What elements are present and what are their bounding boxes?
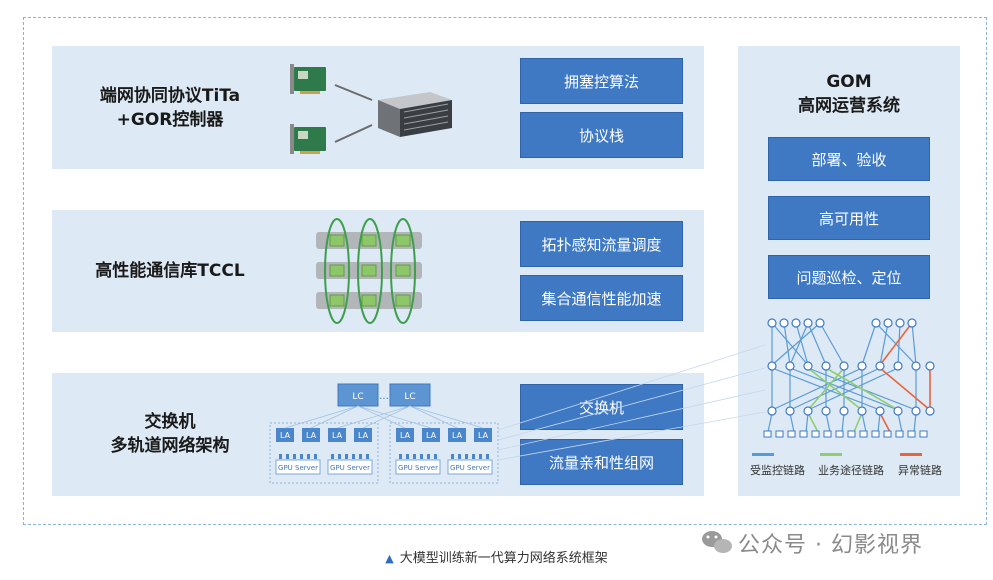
svg-text:LA: LA: [332, 431, 343, 440]
legend-label-business: 业务途径链路: [818, 464, 884, 477]
high-availability-button[interactable]: 高可用性: [768, 196, 930, 240]
lc-la-links: [284, 405, 484, 429]
legend-line-monitored: [752, 453, 774, 456]
caption-text: 大模型训练新一代算力网络系统框架: [399, 551, 608, 566]
gom-title: GOM: [826, 72, 872, 92]
server-chassis-icon: [378, 92, 452, 137]
nic-card-icon-bottom: [290, 124, 326, 154]
server-group-left: [269, 422, 379, 484]
network-topology-icon: [763, 318, 935, 438]
gom-subtitle: 高网运营系统: [798, 96, 900, 116]
svg-text:LA: LA: [280, 431, 291, 440]
legend-line-abnormal: [900, 453, 922, 456]
svg-text:LA: LA: [306, 431, 317, 440]
svg-text:LA: LA: [426, 431, 437, 440]
wechat-logo-icon: [702, 531, 732, 553]
svg-text:GPU Server: GPU Server: [450, 464, 490, 472]
row-title-protocol: 端网协同协议TiTa +GOR控制器: [99, 86, 241, 130]
gpu-servers: GPU Server GPU Server GPU Server GPU Ser…: [275, 454, 493, 475]
switch-button[interactable]: 交换机: [520, 384, 683, 430]
row-title-switch: 交换机 多轨道网络架构: [110, 412, 230, 456]
svg-text:LC: LC: [352, 392, 363, 402]
legend-label-monitored: 受监控链路: [750, 464, 805, 477]
congestion-control-button[interactable]: 拥塞控算法: [520, 58, 683, 104]
outer-frame: [23, 17, 987, 525]
lc-switch-left: LC: [337, 383, 379, 407]
lc-dots: ...: [379, 391, 389, 402]
watermark-text: 公众号 · 幻影视界: [738, 533, 923, 558]
la-switches: LA LA LA LA LA LA LA LA: [276, 428, 492, 442]
svg-text:LC: LC: [404, 392, 415, 402]
lc-switch-right: LC: [389, 383, 431, 407]
inspection-location-button[interactable]: 问题巡检、定位: [768, 255, 930, 299]
cross-links: [497, 344, 766, 461]
topology-aware-scheduling-button[interactable]: 拓扑感知流量调度: [520, 221, 683, 267]
gpu-array-icon: [316, 218, 422, 324]
legend-line-business: [820, 453, 842, 456]
figure-caption: ▲ 大模型训练新一代算力网络系统框架: [0, 547, 993, 566]
protocol-stack-button[interactable]: 协议栈: [520, 112, 683, 158]
svg-text:LA: LA: [452, 431, 463, 440]
svg-text:GPU Server: GPU Server: [398, 464, 438, 472]
nic-card-icon-top: [290, 64, 326, 94]
link-line: [334, 84, 373, 101]
svg-text:LA: LA: [400, 431, 411, 440]
triangle-icon: ▲: [385, 552, 394, 565]
svg-text:LA: LA: [478, 431, 489, 440]
server-group-right: [389, 422, 499, 484]
link-line: [334, 124, 373, 143]
svg-text:GPU Server: GPU Server: [278, 464, 318, 472]
legend-label-abnormal: 异常链路: [898, 464, 942, 477]
svg-text:GPU Server: GPU Server: [330, 464, 370, 472]
svg-text:LA: LA: [358, 431, 369, 440]
collective-comm-acceleration-button[interactable]: 集合通信性能加速: [520, 275, 683, 321]
deploy-acceptance-button[interactable]: 部署、验收: [768, 137, 930, 181]
row-title-tccl: 高性能通信库TCCL: [95, 261, 245, 281]
traffic-affinity-network-button[interactable]: 流量亲和性组网: [520, 439, 683, 485]
